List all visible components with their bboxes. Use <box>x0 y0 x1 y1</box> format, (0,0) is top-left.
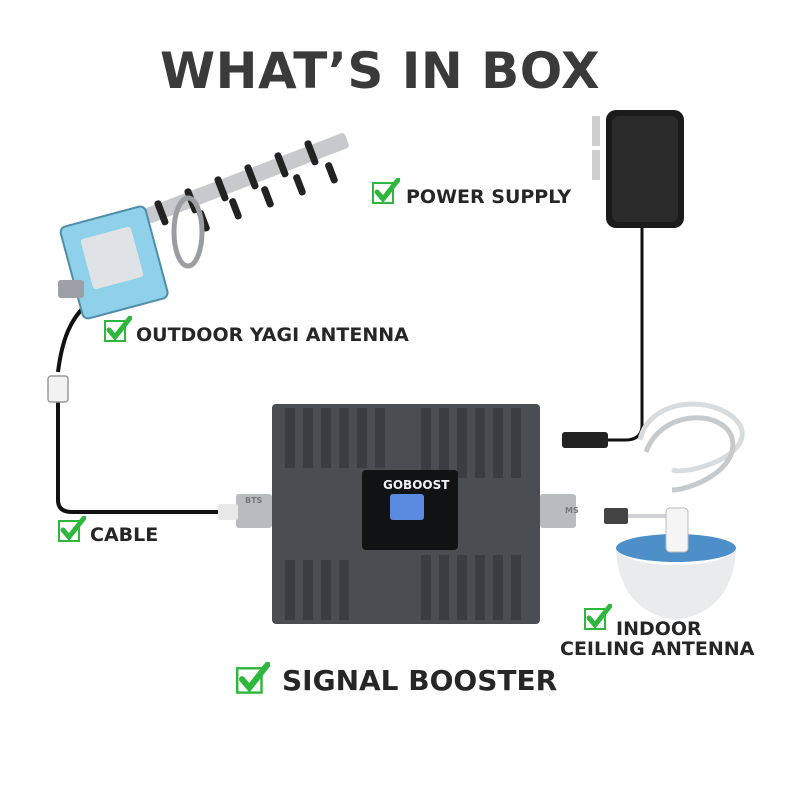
cable-connector <box>47 375 69 403</box>
booster-port-right-label: MS <box>565 506 579 515</box>
indoor-antenna-label-line2: CEILING ANTENNA <box>560 638 755 660</box>
power-supply-label: POWER SUPPLY <box>406 186 572 208</box>
signal-booster-label: SIGNAL BOOSTER <box>282 664 558 697</box>
coax-cable <box>56 400 218 514</box>
power-supply-check-icon <box>372 178 400 204</box>
power-cable <box>606 225 644 442</box>
signal-booster-check-icon <box>236 662 270 694</box>
page-title: WHAT’S IN BOX <box>159 42 601 100</box>
booster-port-left-label: BTS <box>245 496 263 505</box>
cable-label: CABLE <box>90 524 159 546</box>
booster-brand-label: GOBOOST <box>383 478 450 492</box>
dc-plug <box>562 432 608 448</box>
ceiling-antenna-image <box>604 401 745 620</box>
cable-check-icon <box>58 516 86 542</box>
power-adapter-image <box>592 110 684 228</box>
yagi-antenna-check-icon <box>104 316 132 342</box>
indoor-antenna-check-icon <box>584 604 612 630</box>
yagi-antenna-image <box>58 133 349 320</box>
signal-booster-image <box>218 404 576 624</box>
yagi-antenna-label: OUTDOOR YAGI ANTENNA <box>136 324 409 346</box>
indoor-antenna-label-line1: INDOOR <box>616 618 702 640</box>
